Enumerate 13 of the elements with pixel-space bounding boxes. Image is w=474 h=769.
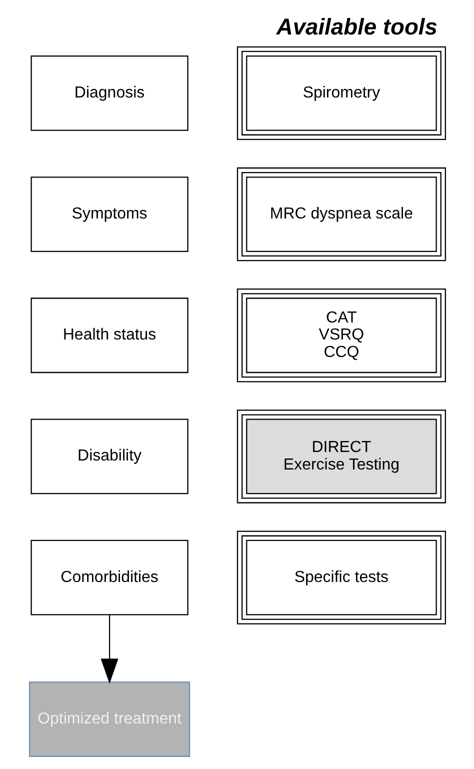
diagram-title: Available tools — [276, 13, 437, 40]
node-box: Comorbidities — [30, 540, 188, 616]
node-box: MRC dyspnea scale — [236, 167, 446, 262]
node-box: Optimized treatment — [28, 682, 190, 757]
arrow — [100, 614, 118, 684]
node-box: Symptoms — [30, 176, 188, 252]
node-box: Health status — [30, 298, 188, 374]
node-box: CAT VSRQ CCQ — [236, 288, 446, 382]
node-box: Diagnosis — [30, 55, 188, 131]
node-box: Spirometry — [236, 46, 446, 140]
node-box: Specific tests — [236, 530, 446, 624]
node-box: DIRECT Exercise Testing — [236, 410, 446, 504]
node-box: Disability — [30, 418, 188, 494]
